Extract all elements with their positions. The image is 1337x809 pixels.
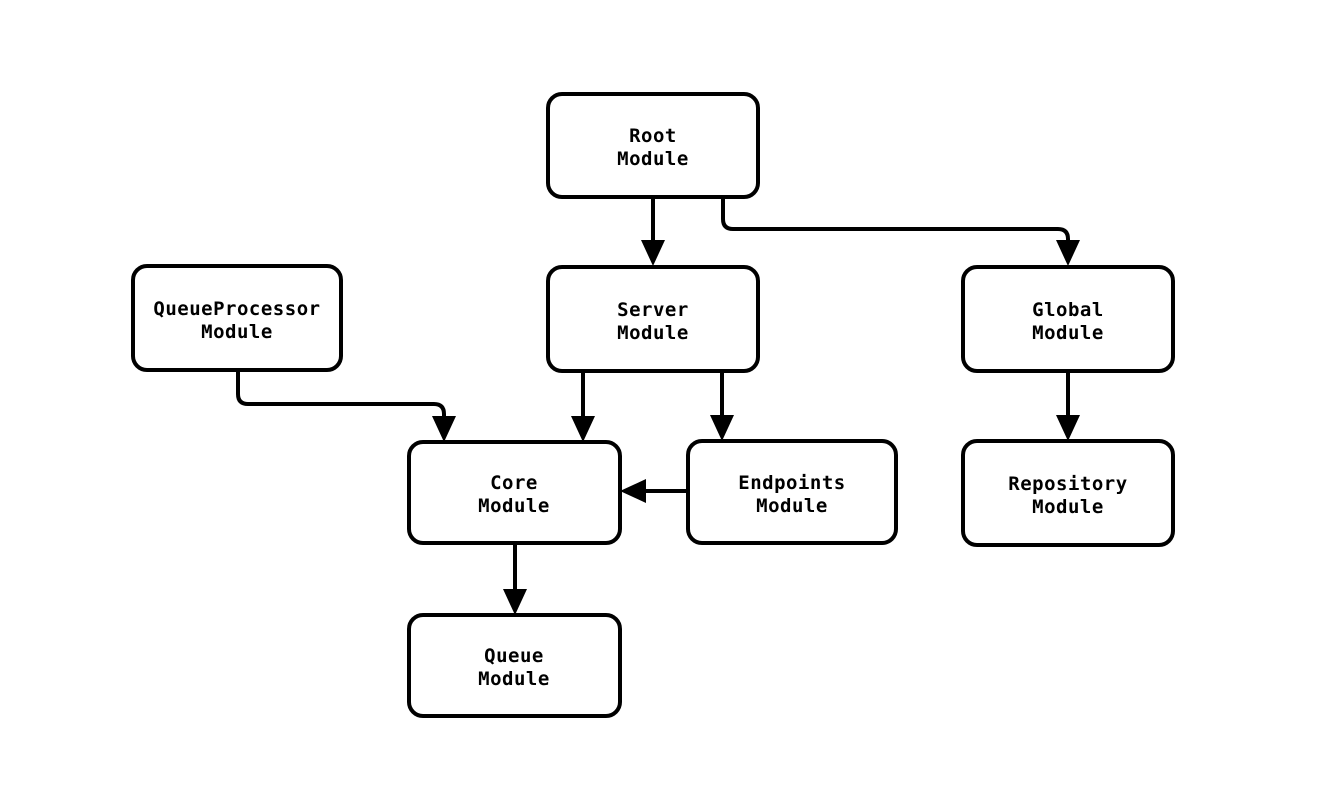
edge-root-to-global	[721, 197, 1080, 266]
node-layer: Root Module QueueProcessor Module Server…	[131, 92, 1175, 718]
edge-global-to-repository	[1056, 371, 1080, 441]
edge-server-to-core	[571, 371, 595, 442]
node-root-module-label-line1: Root	[629, 125, 677, 147]
node-endpoints-module-label-line2: Module	[756, 495, 828, 517]
edge-server-to-endpoints	[710, 371, 734, 441]
node-core-module-label-line2: Module	[478, 495, 550, 517]
edge-core-to-queue	[503, 543, 527, 615]
node-repository-module-box[interactable]	[961, 439, 1175, 547]
node-server-module-label-line2: Module	[617, 322, 689, 344]
node-queueprocessor-module-box[interactable]	[131, 264, 343, 372]
edge-root-to-global-arrowhead	[1056, 240, 1080, 266]
node-endpoints-module-label-line1: Endpoints	[738, 472, 845, 494]
node-root-module-label-line2: Module	[617, 148, 689, 170]
edge-global-to-repository-arrowhead	[1056, 415, 1080, 441]
node-queue-module[interactable]: Queue Module	[407, 613, 622, 718]
node-queueprocessor-module[interactable]: QueueProcessor Module	[131, 264, 343, 372]
edge-layer	[236, 197, 1080, 615]
edge-core-to-queue-arrowhead	[503, 589, 527, 615]
node-queueprocessor-module-label-line2: Module	[201, 321, 273, 343]
node-core-module-box[interactable]	[407, 440, 622, 545]
node-endpoints-module-box[interactable]	[686, 439, 898, 545]
edge-server-to-endpoints-arrowhead	[710, 415, 734, 441]
node-global-module[interactable]: Global Module	[961, 265, 1175, 373]
edge-endpoints-to-core	[620, 479, 688, 503]
edge-endpoints-to-core-arrowhead	[620, 479, 646, 503]
node-global-module-label-line2: Module	[1032, 322, 1104, 344]
edge-root-to-global-line	[721, 197, 1070, 250]
node-server-module-label-line1: Server	[617, 299, 689, 321]
edge-queueprocessor-to-core	[236, 370, 456, 442]
node-queue-module-box[interactable]	[407, 613, 622, 718]
node-queue-module-label-line2: Module	[478, 668, 550, 690]
node-repository-module[interactable]: Repository Module	[961, 439, 1175, 547]
node-global-module-label-line1: Global	[1032, 299, 1104, 321]
node-server-module[interactable]: Server Module	[546, 265, 760, 373]
node-global-module-box[interactable]	[961, 265, 1175, 373]
node-core-module[interactable]: Core Module	[407, 440, 622, 545]
edge-queueprocessor-to-core-line	[236, 370, 446, 425]
node-server-module-box[interactable]	[546, 265, 760, 373]
node-repository-module-label-line2: Module	[1032, 496, 1104, 518]
node-queueprocessor-module-label-line1: QueueProcessor	[153, 298, 320, 320]
edge-root-to-server	[641, 197, 665, 266]
node-endpoints-module[interactable]: Endpoints Module	[686, 439, 898, 545]
node-root-module[interactable]: Root Module	[546, 92, 760, 199]
edge-server-to-core-arrowhead	[571, 416, 595, 442]
node-queue-module-label-line1: Queue	[484, 645, 544, 667]
node-root-module-box[interactable]	[546, 92, 760, 199]
node-core-module-label-line1: Core	[490, 472, 538, 494]
edge-root-to-server-arrowhead	[641, 240, 665, 266]
edge-queueprocessor-to-core-arrowhead	[432, 416, 456, 442]
node-repository-module-label-line1: Repository	[1008, 473, 1127, 495]
